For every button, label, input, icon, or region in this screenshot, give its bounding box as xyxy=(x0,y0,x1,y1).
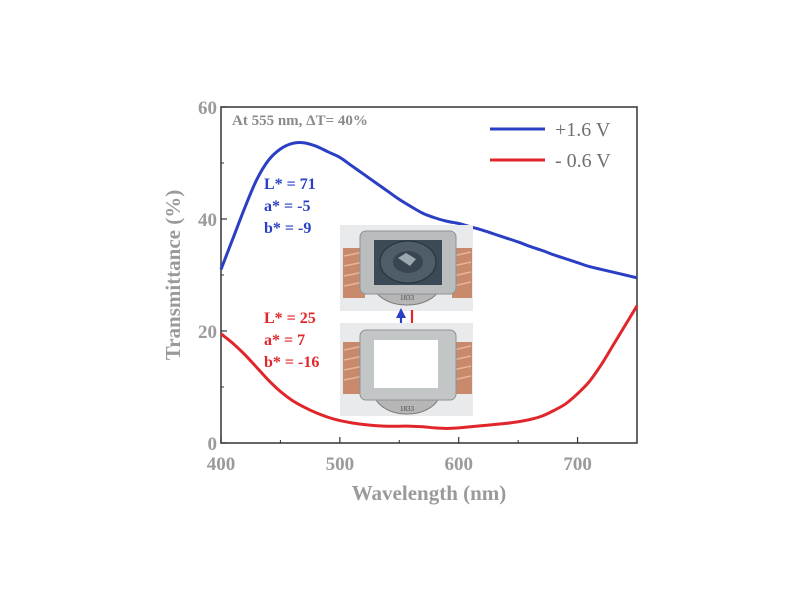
y-axis-ticks: 0 20 40 60 xyxy=(198,98,227,455)
y-tick-label: 0 xyxy=(208,434,218,455)
x-tick-label: 400 xyxy=(207,454,236,475)
legend-label-series-1: +1.6 V xyxy=(555,119,611,141)
lab-values-colored: L* = 25 a* = 7 b* = -16 xyxy=(264,310,319,371)
top-seal-year: 1833 xyxy=(400,294,415,302)
lab-bleached-b: b* = -9 xyxy=(264,220,311,237)
y-tick-label: 40 xyxy=(198,210,217,231)
delta-t-annotation: At 555 nm, ΔT= 40% xyxy=(232,113,368,129)
y-tick-label: 20 xyxy=(198,322,217,343)
bottom-seal-year: 1833 xyxy=(400,405,415,413)
lab-bleached-a: a* = -5 xyxy=(264,198,310,215)
device-photo-top: 1833 xyxy=(340,225,473,311)
series-layer xyxy=(219,141,639,430)
x-tick-label: 600 xyxy=(444,454,473,475)
legend-label-series-2: - 0.6 V xyxy=(555,150,611,172)
lab-values-bleached: L* = 71 a* = -5 b* = -9 xyxy=(264,176,316,237)
x-tick-label: 500 xyxy=(326,454,355,475)
lab-colored-b: b* = -16 xyxy=(264,354,319,371)
lab-colored-l: L* = 25 xyxy=(264,310,316,327)
x-axis-ticks: 400 500 600 700 xyxy=(207,437,592,475)
lab-bleached-l: L* = 71 xyxy=(264,176,316,193)
device-photo-bottom: 1833 xyxy=(340,323,473,416)
y-axis-title: Transmittance (%) xyxy=(161,190,185,361)
series-line-1 xyxy=(219,141,638,280)
series-line-2 xyxy=(220,305,639,430)
legend: +1.6 V - 0.6 V xyxy=(490,119,611,172)
lab-colored-a: a* = 7 xyxy=(264,332,305,349)
y-tick-label: 60 xyxy=(198,98,217,119)
x-tick-label: 700 xyxy=(563,454,592,475)
x-axis-title: Wavelength (nm) xyxy=(352,481,507,505)
